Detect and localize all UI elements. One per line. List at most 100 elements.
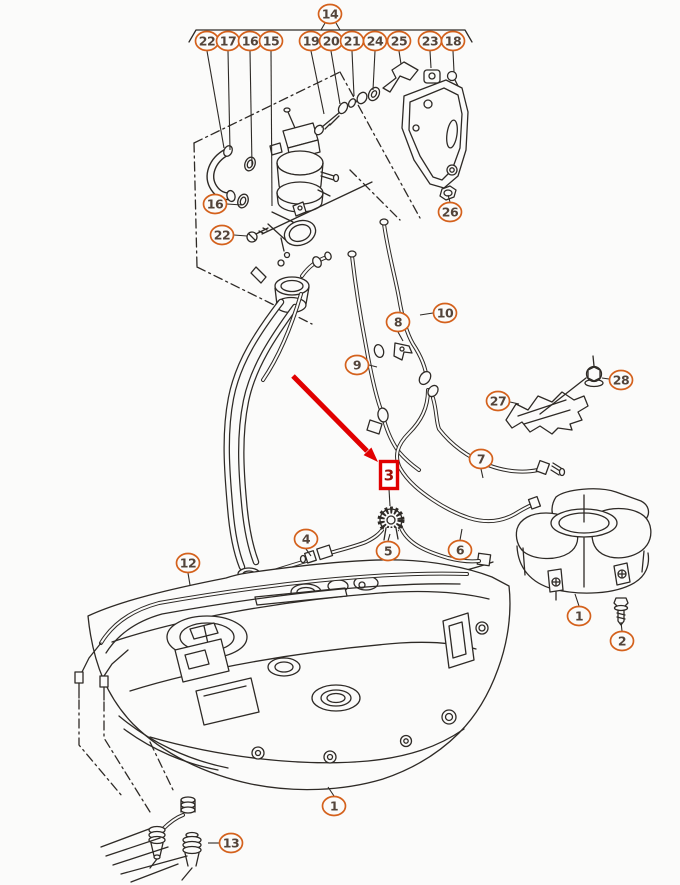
callout-3-highlighted[interactable]: 3 — [378, 459, 400, 507]
filler-pipe — [227, 292, 303, 581]
tank-pipes-12 — [74, 571, 469, 813]
callout-bubble[interactable] — [468, 448, 494, 470]
callout-leader-line — [320, 22, 326, 31]
hose-fitting — [476, 552, 492, 567]
vent-pipes — [347, 218, 566, 579]
callout-9[interactable]: 9 — [344, 354, 378, 376]
callout-number: 24 — [367, 34, 384, 49]
callout-21[interactable]: 21 — [339, 30, 365, 97]
callout-bubble[interactable] — [437, 201, 463, 223]
callout-leader-line — [327, 786, 335, 797]
callout-number: 9 — [353, 358, 361, 373]
callout-16[interactable]: 16 — [237, 30, 263, 167]
callout-bubble[interactable] — [447, 539, 473, 561]
ribbed-fitting — [180, 796, 196, 814]
callout-leader-line — [372, 50, 376, 91]
detail-box-boundary — [193, 71, 421, 325]
callout-leader-line — [330, 50, 341, 105]
callout-bubble[interactable] — [386, 30, 412, 52]
top-bracket — [188, 29, 473, 43]
tank-vent-line-4 — [130, 509, 481, 622]
retaining-clip-8 — [393, 342, 413, 361]
callout-number: 20 — [323, 34, 340, 49]
hose-cuff — [226, 189, 236, 203]
canister-port — [527, 495, 542, 510]
callout-10[interactable]: 10 — [419, 302, 458, 324]
callout-leader-line — [397, 331, 404, 342]
callout-bubble[interactable] — [321, 795, 347, 817]
callout-5[interactable]: 5 — [375, 533, 401, 562]
callout-number: 10 — [437, 306, 454, 321]
callout-leader-line — [305, 548, 312, 557]
pipe-coupling — [427, 384, 439, 398]
callout-22[interactable]: 22 — [194, 30, 225, 149]
callout-18[interactable]: 18 — [440, 30, 466, 73]
callout-bubble[interactable] — [485, 390, 511, 412]
pipe-coupling — [373, 343, 385, 359]
bottom-left-unions — [100, 796, 202, 883]
callout-28[interactable]: 28 — [601, 369, 634, 391]
callout-leader-line — [452, 50, 455, 73]
callout-bubble[interactable] — [344, 354, 370, 376]
callout-leader-line — [509, 401, 520, 405]
callout-bubble[interactable] — [175, 552, 201, 574]
callout-6[interactable]: 6 — [447, 528, 473, 561]
callout-bubble[interactable] — [317, 3, 343, 25]
callout-number: 6 — [456, 543, 465, 558]
callout-leader-line — [226, 203, 243, 206]
callout-15[interactable]: 15 — [258, 30, 284, 207]
callout-bubble[interactable] — [293, 528, 319, 550]
callout-number: 25 — [391, 34, 407, 49]
callout-20[interactable]: 20 — [318, 30, 344, 105]
callout-17[interactable]: 17 — [215, 30, 241, 151]
callout-bubble[interactable] — [432, 302, 458, 324]
callout-23[interactable]: 23 — [417, 30, 443, 69]
callout-leader-line — [459, 528, 463, 541]
callout-4[interactable]: 4 — [293, 528, 319, 557]
retaining-bracket-27 — [505, 377, 589, 435]
callout-number: 19 — [303, 34, 319, 49]
callout-bubble[interactable] — [385, 311, 411, 333]
callout-number: 7 — [477, 452, 485, 467]
callout-leader-line — [206, 50, 225, 149]
callout-bubble[interactable] — [202, 193, 228, 215]
mounting-hardware — [313, 86, 381, 136]
callout-bubble[interactable] — [440, 30, 466, 52]
highlighted-callout-box[interactable] — [378, 459, 400, 491]
callout-27[interactable]: 27 — [485, 390, 520, 412]
callout-leader-line — [368, 364, 378, 368]
callout-12[interactable]: 12 — [175, 552, 201, 586]
callout-number: 22 — [199, 34, 215, 49]
callout-number: 12 — [180, 556, 196, 571]
bracket-25 — [382, 61, 419, 93]
callout-14[interactable]: 14 — [317, 3, 343, 31]
callout-number: 17 — [220, 34, 236, 49]
callout-bubble[interactable] — [218, 832, 244, 854]
callout-13[interactable]: 13 — [208, 832, 244, 854]
callout-bubble[interactable] — [608, 369, 634, 391]
callout-24[interactable]: 24 — [362, 30, 388, 91]
callout-22[interactable]: 22 — [209, 224, 248, 246]
callout-bubble[interactable] — [209, 224, 235, 246]
callout-bubble[interactable] — [375, 540, 401, 562]
callout-7[interactable]: 7 — [468, 448, 494, 479]
callout-bubble[interactable] — [609, 630, 635, 652]
callout-bubble[interactable] — [566, 605, 592, 627]
callout-number: 1 — [330, 799, 338, 814]
callout-2[interactable]: 2 — [609, 621, 635, 652]
callout-8[interactable]: 8 — [385, 311, 411, 342]
callout-leader-line — [270, 50, 273, 207]
callout-leader-line — [398, 50, 402, 65]
union-connector — [148, 825, 166, 869]
callout-bubble[interactable] — [362, 30, 388, 52]
callout-25[interactable]: 25 — [386, 30, 412, 65]
mounting-plate-26 — [401, 79, 469, 201]
pump-body — [269, 107, 340, 213]
callout-1[interactable]: 1 — [321, 786, 347, 817]
callout-16[interactable]: 16 — [202, 193, 243, 215]
callout-bubble[interactable] — [258, 30, 284, 52]
callout-26[interactable]: 26 — [437, 194, 463, 223]
callout-1[interactable]: 1 — [566, 593, 592, 627]
callout-leader-line — [429, 50, 432, 69]
